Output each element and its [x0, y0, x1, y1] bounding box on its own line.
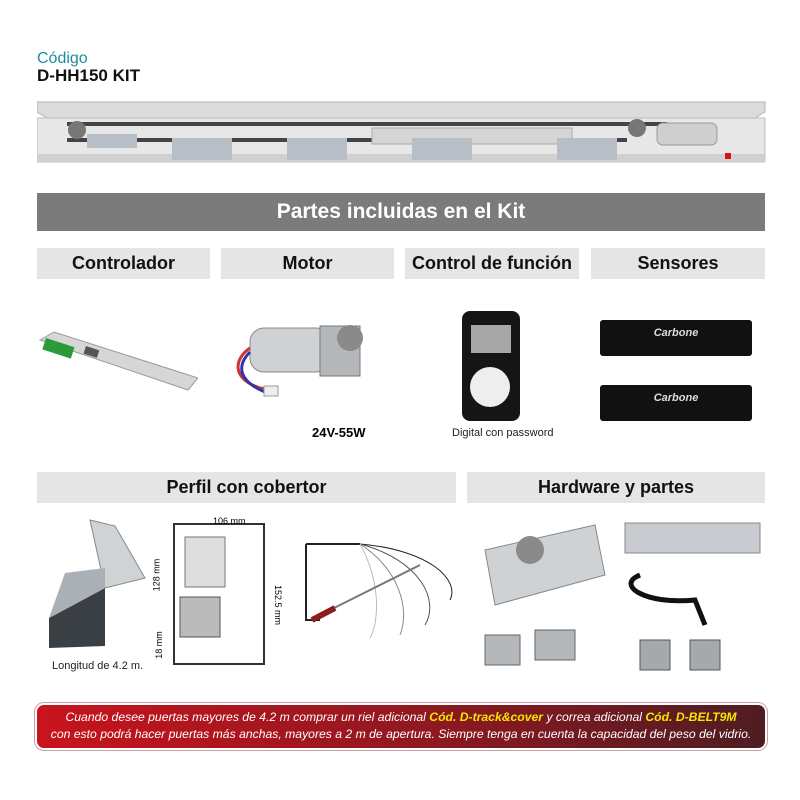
dimension-lower: 18 mm: [153, 631, 164, 659]
rail-assembly-image: [37, 101, 766, 163]
additional-parts-notice: Cuando desee puertas mayores de 4.2 m co…: [37, 705, 765, 748]
product-code: D-HH150 KIT: [37, 66, 140, 85]
category-function-control: Control de función: [405, 248, 579, 279]
sensor-image: Carbone: [600, 385, 752, 421]
section-profile: Perfil con cobertor: [37, 472, 456, 503]
category-sensors: Sensores: [591, 248, 765, 279]
section-hardware: Hardware y partes: [467, 472, 765, 503]
notice-text: y correa adicional: [543, 710, 646, 724]
function-control-caption: Digital con password: [452, 427, 554, 439]
sensor-image: Carbone: [600, 320, 752, 356]
category-motor: Motor: [221, 248, 394, 279]
dimension-upper: 128 mm: [151, 558, 162, 592]
cover-opening-drawing: [305, 543, 453, 639]
sensor-brand: Carbone: [653, 392, 699, 404]
dimension-height: 152.5 mm: [273, 584, 284, 626]
motor-image: [236, 325, 363, 397]
sensor-brand: Carbone: [653, 327, 699, 339]
belt-code: Cód. D-BELT9M: [645, 710, 737, 724]
notice-text: Cuando desee puertas mayores de 4.2 m co…: [65, 710, 430, 724]
profile-cover-image: [49, 519, 146, 648]
controller-image: [38, 331, 198, 391]
profile-cross-section-drawing: [173, 523, 265, 665]
motor-spec: 24V-55W: [312, 425, 366, 440]
hardware-parts-image: [484, 522, 761, 671]
track-cover-code: Cód. D-track&cover: [429, 710, 544, 724]
category-controller: Controlador: [37, 248, 210, 279]
notice-line-2: con esto podrá hacer puertas más anchas,…: [50, 727, 752, 741]
code-label: Código: [37, 50, 88, 67]
kit-parts-banner: Partes incluidas en el Kit: [37, 193, 765, 231]
function-control-image: [462, 311, 520, 421]
dimension-width: 106 mm: [213, 516, 246, 526]
notice-line-1: Cuando desee puertas mayores de 4.2 m co…: [37, 709, 765, 726]
profile-length: Longitud de 4.2 m.: [52, 660, 144, 672]
